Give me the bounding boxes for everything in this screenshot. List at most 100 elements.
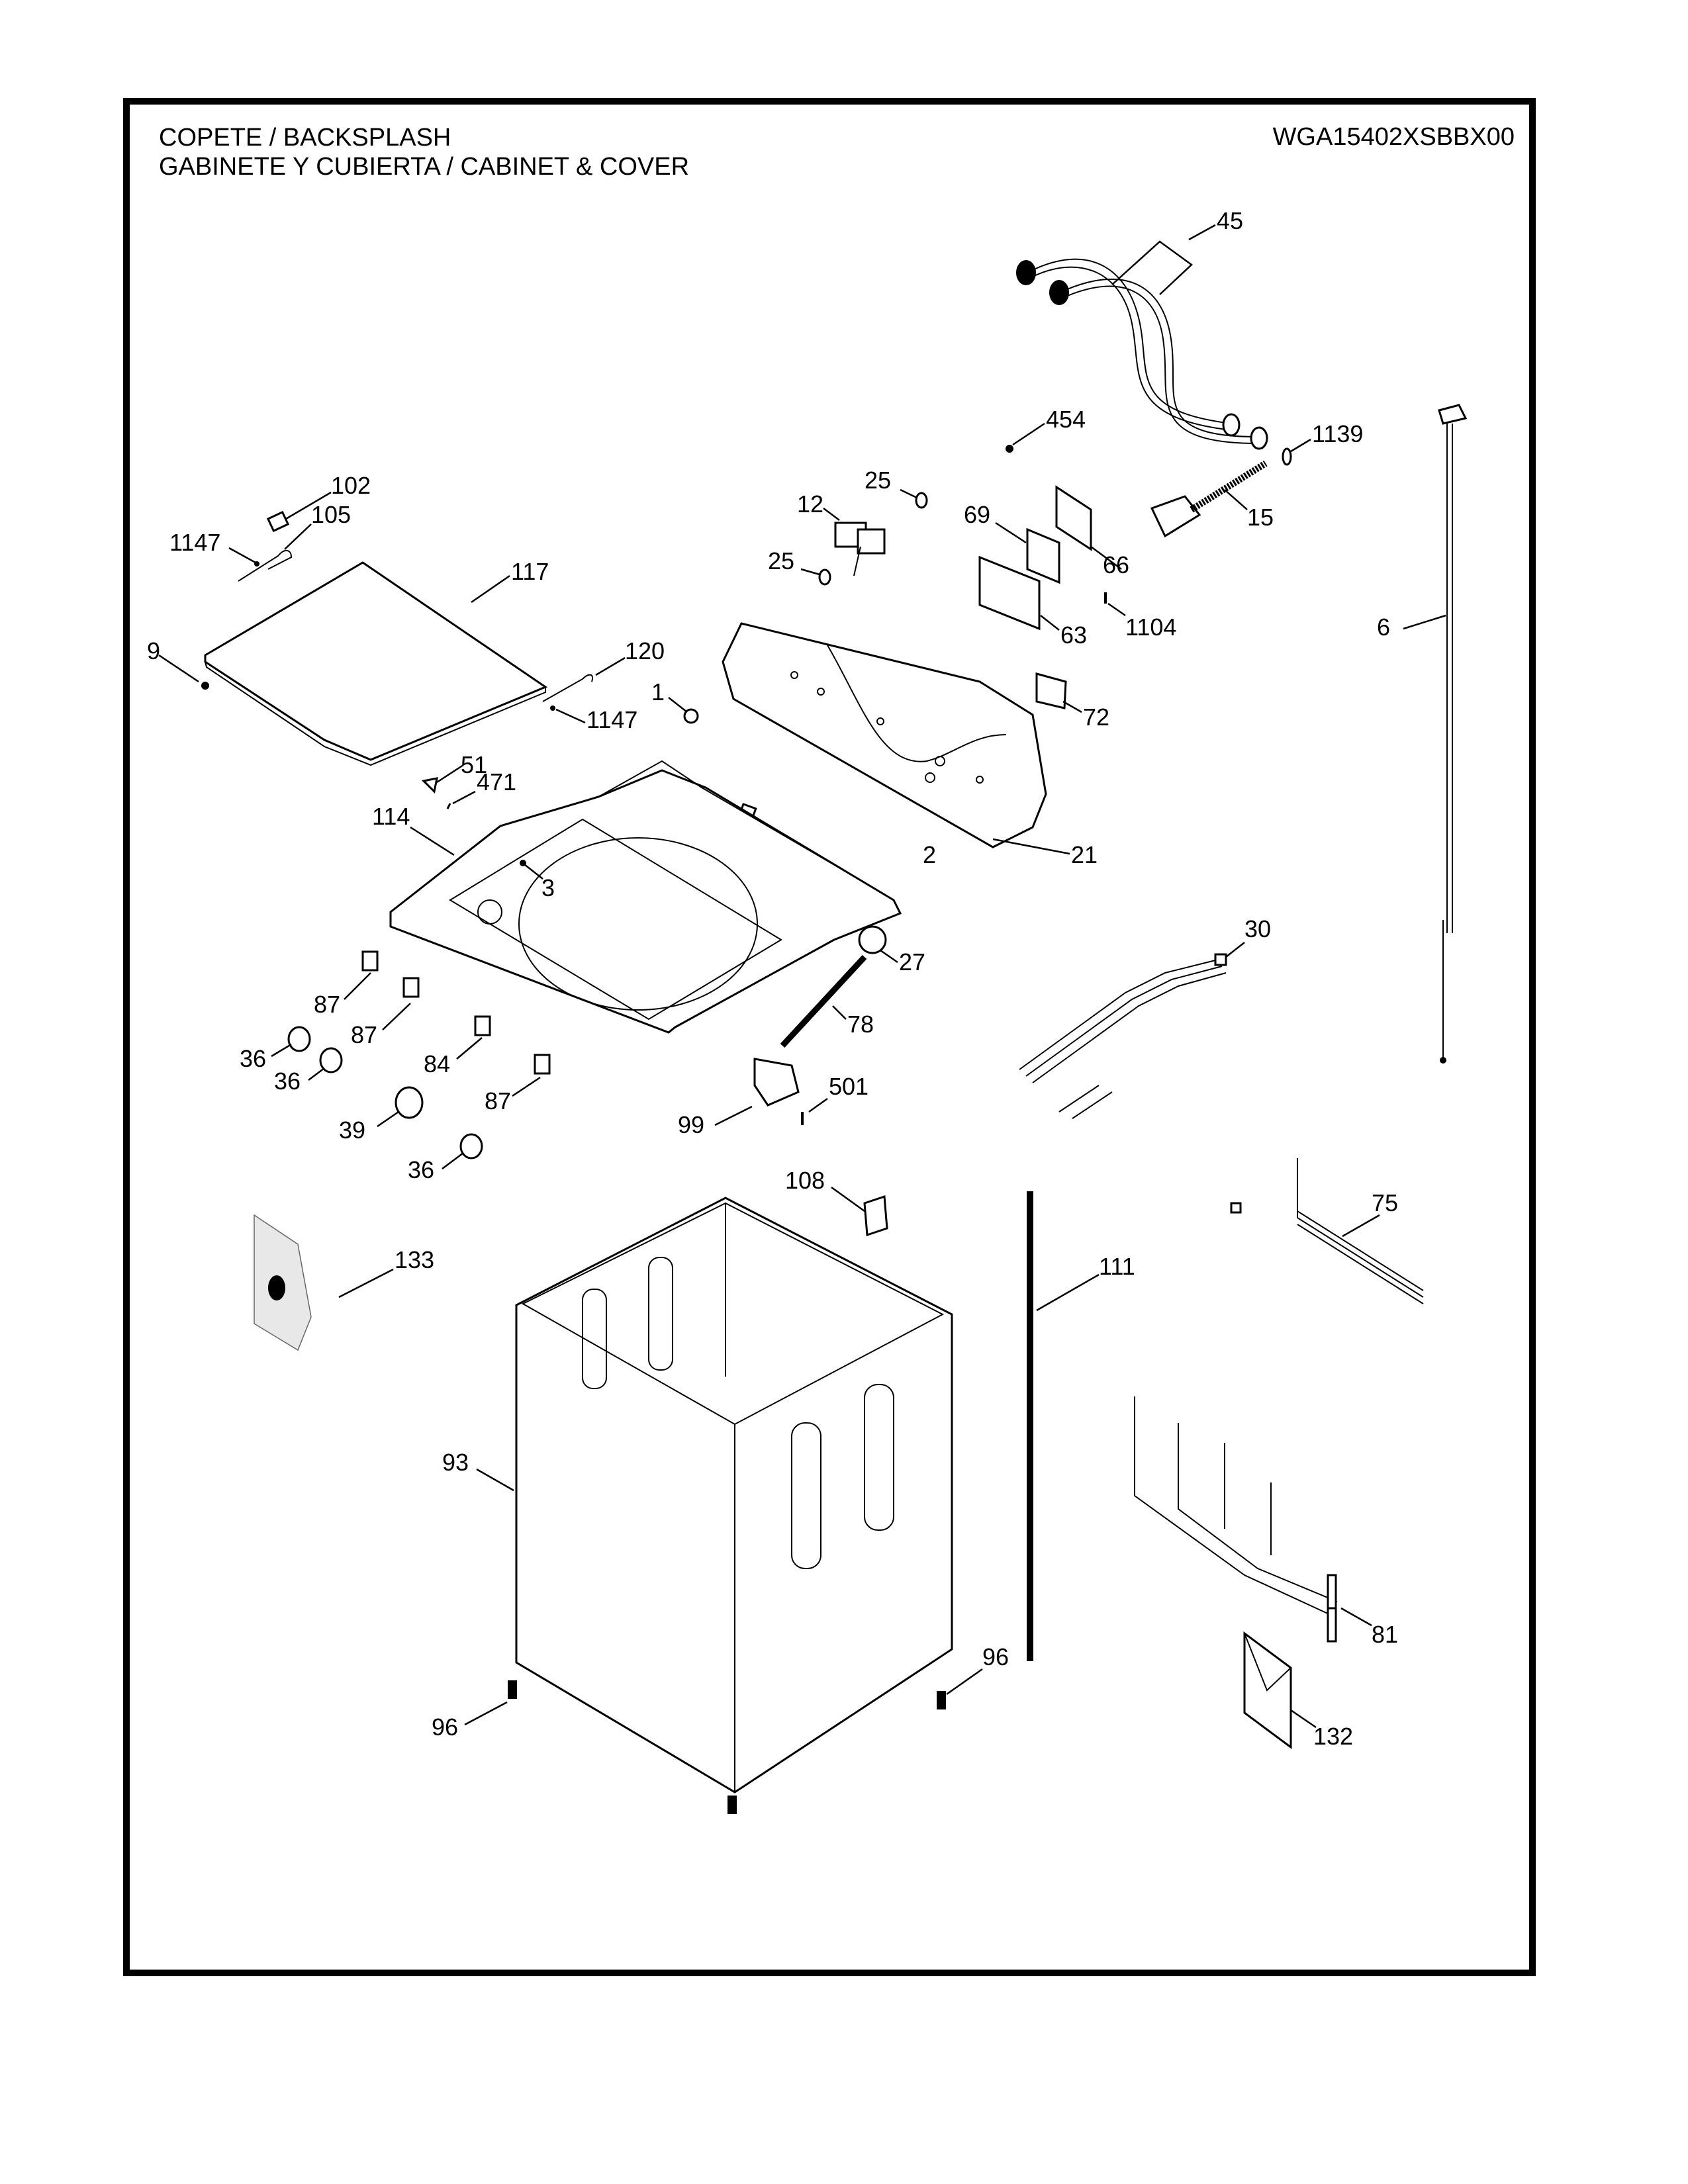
part-25-clamp-lower[interactable] [818, 569, 831, 586]
leader-111 [1036, 1273, 1100, 1312]
diagram-title-section: COPETE / BACKSPLASH [159, 124, 451, 152]
part-87-switch-2[interactable] [402, 977, 420, 998]
callout-9: 9 [147, 637, 160, 664]
leader-36c [442, 1152, 464, 1169]
part-1147-screw-right[interactable] [550, 705, 555, 711]
leader-12 [823, 508, 840, 521]
part-21-backsplash[interactable] [722, 622, 1047, 848]
leader-87b [382, 1003, 411, 1030]
callout-114: 114 [372, 803, 410, 830]
leader-78 [832, 1005, 847, 1020]
callout-1139: 1139 [1312, 420, 1363, 447]
part-25-clamp-upper[interactable] [915, 492, 928, 509]
callout-63: 63 [1060, 621, 1087, 649]
callout-25-upper: 25 [865, 467, 891, 494]
part-78-support-rod[interactable] [780, 954, 867, 1048]
callout-471: 471 [477, 768, 516, 796]
callout-30: 30 [1244, 915, 1271, 942]
leader-3 [524, 864, 543, 880]
part-105-hinge[interactable] [238, 550, 293, 582]
part-108-bracket[interactable] [863, 1195, 888, 1237]
part-36-knob-2[interactable] [319, 1047, 343, 1073]
leader-1147a [228, 547, 256, 564]
callout-117: 117 [511, 558, 549, 585]
part-30-wire-harness[interactable] [1019, 953, 1227, 1119]
leader-75 [1342, 1214, 1380, 1238]
part-84-switch[interactable] [474, 1015, 491, 1036]
part-120-hinge[interactable] [542, 674, 593, 702]
leader-9 [158, 654, 199, 683]
part-132-literature-packet[interactable] [1243, 1631, 1292, 1749]
leader-45 [1188, 224, 1216, 241]
part-99-terminal-block[interactable] [753, 1058, 800, 1107]
leader-87c [512, 1076, 541, 1097]
part-96-leveling-leg-left[interactable] [508, 1680, 517, 1699]
leader-120 [595, 657, 626, 676]
part-36-knob-3[interactable] [459, 1133, 483, 1160]
callout-93: 93 [442, 1449, 469, 1476]
leader-39 [377, 1111, 399, 1128]
part-72-lid-switch[interactable] [1035, 672, 1067, 709]
part-114-top-cover[interactable] [389, 760, 902, 1034]
leader-36b [308, 1068, 325, 1081]
part-87-switch-1[interactable] [361, 950, 379, 972]
leader-21 [992, 838, 1070, 855]
part-471-screw[interactable] [446, 803, 451, 809]
diagram-title-subsection: GABINETE Y CUBIERTA / CABINET & COVER [159, 153, 690, 181]
part-12-water-valve[interactable] [834, 522, 886, 576]
leader-1147b [555, 708, 586, 724]
part-6-pressure-hose[interactable] [1438, 404, 1468, 1064]
callout-45: 45 [1217, 207, 1243, 234]
part-63-board-housing[interactable] [978, 555, 1041, 631]
part-15-fill-nozzle[interactable] [1150, 460, 1268, 538]
callout-99: 99 [678, 1111, 704, 1138]
leader-114 [410, 826, 455, 856]
part-36-knob-1[interactable] [287, 1026, 311, 1052]
part-9-bumper[interactable] [201, 682, 209, 690]
part-81-wire-harness[interactable] [1134, 1396, 1338, 1643]
part-96-leveling-leg-right[interactable] [937, 1691, 946, 1709]
part-1-plug[interactable] [683, 708, 699, 724]
callout-1147-left: 1147 [169, 529, 220, 556]
part-87-switch-3[interactable] [534, 1054, 551, 1075]
callout-36-2: 36 [274, 1068, 301, 1095]
leader-27 [880, 949, 898, 964]
part-39-knob[interactable] [395, 1086, 424, 1119]
callout-81: 81 [1372, 1621, 1398, 1648]
leader-454 [1012, 422, 1045, 446]
callout-78: 78 [847, 1011, 874, 1038]
leader-93 [476, 1468, 514, 1492]
leader-30 [1225, 942, 1245, 958]
part-1147-screw-left[interactable] [254, 561, 259, 567]
callout-6: 6 [1377, 614, 1390, 641]
leader-69 [995, 522, 1027, 544]
part-66-bracket[interactable] [1055, 485, 1092, 551]
callout-1147-right: 1147 [586, 706, 637, 733]
part-102-bushing[interactable] [266, 510, 290, 533]
part-133-rear-panel[interactable] [254, 1214, 312, 1351]
callout-1: 1 [651, 678, 665, 705]
leader-66 [1090, 545, 1122, 570]
part-1139-clamp[interactable] [1282, 447, 1292, 466]
part-69-control-board[interactable] [1026, 527, 1060, 584]
leader-501 [808, 1097, 828, 1113]
part-454-screw[interactable] [1006, 445, 1013, 453]
callout-96-right: 96 [982, 1643, 1009, 1670]
leader-99 [714, 1105, 753, 1126]
part-51-clip[interactable] [421, 777, 438, 794]
part-75-wire-harness[interactable] [1230, 1158, 1424, 1304]
leader-51 [436, 764, 464, 784]
leader-471 [452, 790, 476, 805]
leader-36a [271, 1043, 292, 1058]
part-117-lid[interactable] [204, 561, 548, 766]
part-27-pressure-sensor[interactable] [858, 925, 887, 954]
leader-15 [1224, 489, 1248, 510]
part-93-cabinet[interactable] [515, 1197, 953, 1794]
callout-454: 454 [1046, 406, 1086, 433]
callout-105: 105 [311, 501, 351, 528]
model-number: WGA15402XSBBX00 [1272, 123, 1515, 151]
leader-1104 [1107, 602, 1126, 617]
part-96-leveling-leg-front[interactable] [727, 1796, 737, 1814]
leader-117 [471, 574, 510, 604]
